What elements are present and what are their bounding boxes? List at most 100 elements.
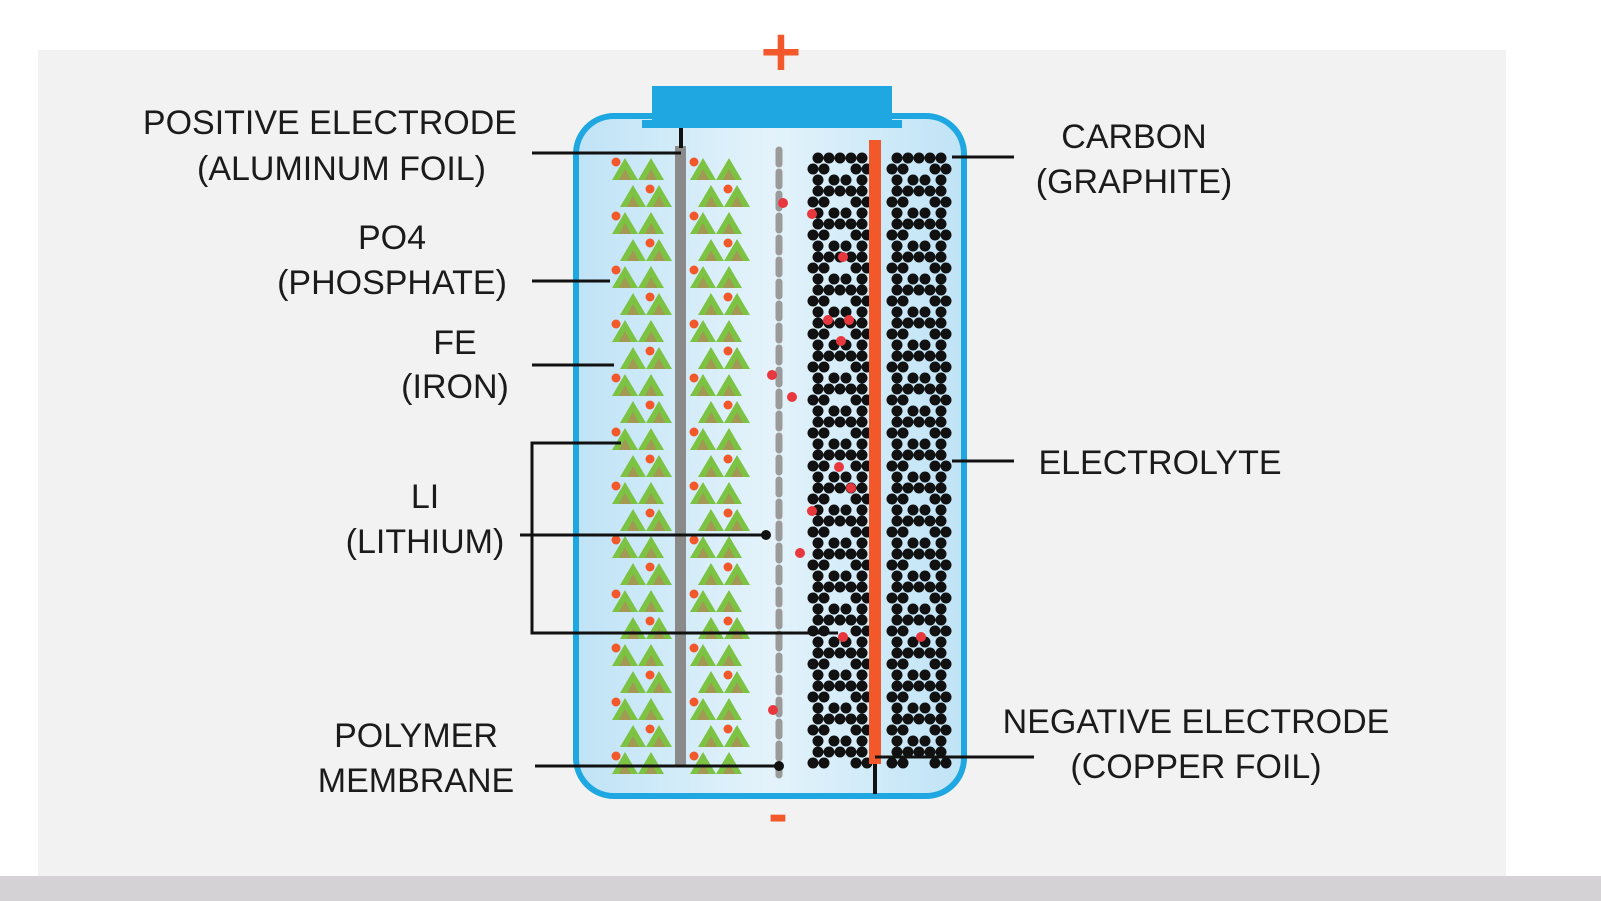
lithium-site — [645, 238, 655, 248]
iron-site — [645, 763, 657, 774]
lithium-site — [723, 346, 733, 356]
polymer-membrane-label-line1: POLYMER — [334, 717, 498, 755]
carbon-atom — [818, 460, 830, 472]
lithium-site — [611, 697, 621, 707]
carbon-atom — [891, 482, 903, 494]
carbon-atom — [818, 229, 830, 241]
iron-site — [705, 466, 717, 477]
carbon-atom — [897, 526, 909, 538]
carbon-atom — [919, 471, 931, 483]
carbon-atom — [845, 746, 857, 758]
carbon-atom — [913, 581, 925, 593]
positive-electrode-label-line1: POSITIVE ELECTRODE — [143, 104, 517, 142]
carbon-atom — [935, 383, 947, 395]
carbon-atom — [940, 229, 952, 241]
carbon-atom — [913, 647, 925, 659]
lithium-label-line1: LI — [411, 478, 439, 516]
iron-site — [705, 520, 717, 531]
iron-site — [731, 358, 743, 369]
carbon-atom — [818, 757, 830, 769]
carbon-atom — [935, 251, 947, 263]
membrane-pointer-dot — [774, 761, 784, 771]
carbon-atom — [919, 438, 931, 450]
carbon-atom — [897, 361, 909, 373]
carbon-atom — [812, 416, 824, 428]
carbon-atom — [935, 669, 947, 681]
carbon-atom — [828, 438, 840, 450]
lithium-ion — [916, 632, 926, 642]
carbon-atom — [812, 273, 824, 285]
carbon-atom — [845, 416, 857, 428]
aluminum-foil-collector — [675, 146, 686, 766]
terminal-cap-base — [642, 120, 902, 128]
carbon-atom — [907, 471, 919, 483]
lithium-site — [611, 265, 621, 275]
carbon-atom — [924, 746, 936, 758]
carbon-atom — [935, 438, 947, 450]
carbon-atom — [823, 416, 835, 428]
lithium-site — [723, 616, 733, 626]
carbon-atom — [902, 680, 914, 692]
carbon-atom — [834, 317, 846, 329]
iron-site — [645, 223, 657, 234]
carbon-atom — [856, 581, 868, 593]
carbon-atom — [845, 185, 857, 197]
carbon-atom — [856, 240, 868, 252]
carbon-atom — [935, 515, 947, 527]
lithium-ion — [836, 336, 846, 346]
carbon-atom — [891, 317, 903, 329]
carbon-atom — [850, 196, 862, 208]
carbon-atom — [935, 449, 947, 461]
iron-site — [627, 196, 639, 207]
carbon-atom — [850, 559, 862, 571]
iron-site — [723, 331, 735, 342]
carbon-atom — [935, 614, 947, 626]
positive-terminal-sign: + — [758, 19, 805, 84]
carbon-atom — [902, 317, 914, 329]
carbon-atom — [818, 658, 830, 670]
carbon-atom — [845, 152, 857, 164]
carbon-atom — [891, 251, 903, 263]
carbon-atom — [897, 460, 909, 472]
carbon-atom — [891, 548, 903, 560]
carbon-atom — [902, 350, 914, 362]
iron-site — [619, 277, 631, 288]
carbon-atom — [929, 559, 941, 571]
lithium-ion — [844, 315, 854, 325]
carbon-atom — [907, 504, 919, 516]
iron-site — [731, 304, 743, 315]
carbon-atom — [850, 361, 862, 373]
carbon-atom — [807, 625, 819, 637]
carbon-atom — [891, 471, 903, 483]
carbon-atom — [907, 372, 919, 384]
carbon-atom — [935, 713, 947, 725]
carbon-atom — [929, 460, 941, 472]
iron-site — [645, 601, 657, 612]
carbon-atom — [891, 746, 903, 758]
carbon-atom — [850, 427, 862, 439]
carbon-atom — [919, 570, 931, 582]
carbon-atom — [924, 251, 936, 263]
carbon-atom — [907, 702, 919, 714]
leader-lithium-bracket — [530, 441, 838, 635]
lithium-ion — [778, 198, 788, 208]
carbon-atom — [913, 680, 925, 692]
carbon-atom — [902, 581, 914, 593]
carbon-atom — [818, 361, 830, 373]
carbon-atom — [940, 163, 952, 175]
iron-site — [619, 493, 631, 504]
carbon-atom — [935, 581, 947, 593]
carbon-atom — [807, 196, 819, 208]
carbon-atom — [828, 636, 840, 648]
carbon-atom — [856, 152, 868, 164]
carbon-atom — [897, 394, 909, 406]
carbon-atom — [807, 427, 819, 439]
lithium-site — [689, 157, 699, 167]
lithium-site — [611, 211, 621, 221]
carbon-atom — [834, 581, 846, 593]
carbon-atom — [919, 735, 931, 747]
lithium-site — [723, 400, 733, 410]
carbon-atom — [834, 614, 846, 626]
carbon-atom — [897, 328, 909, 340]
carbon-atom — [807, 328, 819, 340]
